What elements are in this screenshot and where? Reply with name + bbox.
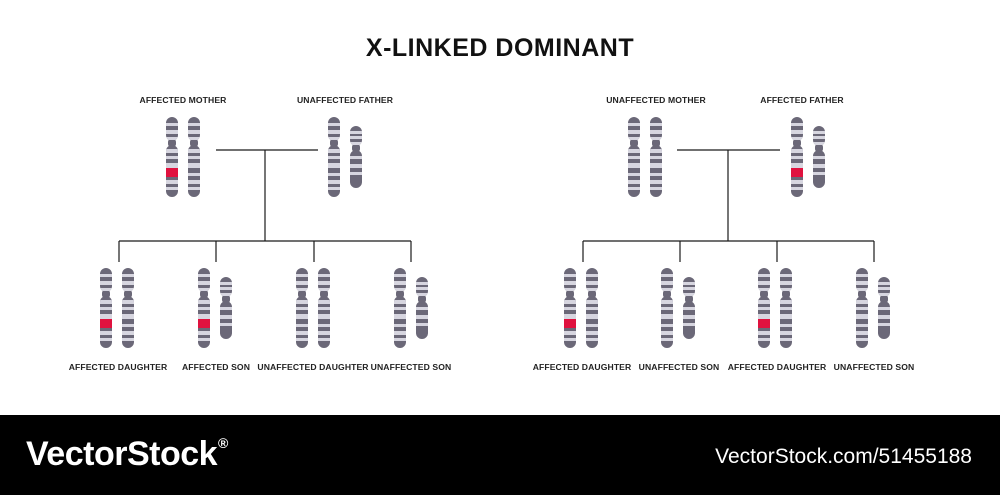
x-chromosome [628,117,640,197]
x-chromosome-affected [791,117,803,197]
y-chromosome [813,126,825,188]
x-chromosome-affected [100,268,112,348]
x-chromosome-affected [564,268,576,348]
x-chromosome [394,268,406,348]
right-child4-label: UNAFFECTED SON [833,362,915,372]
x-chromosome [328,117,340,197]
y-chromosome [416,277,428,339]
x-chromosome [856,268,868,348]
x-chromosome-affected [198,268,210,348]
x-chromosome [122,268,134,348]
x-chromosome-affected [166,117,178,197]
left-child2-label: AFFECTED SON [181,362,251,372]
x-chromosome [586,268,598,348]
x-chromosome [296,268,308,348]
left-parent1-label: AFFECTED MOTHER [139,95,227,105]
left-child4-label: UNAFFECTED SON [370,362,452,372]
x-chromosome [661,268,673,348]
left-child1-label: AFFECTED DAUGHTER [68,362,168,372]
x-chromosome [188,117,200,197]
right-parent2-label: AFFECTED FATHER [760,95,844,105]
right-parent1-label: UNAFFECTED MOTHER [606,95,706,105]
pedigree-diagram: X-LINKED DOMINANT AFFECTED MOTHER UNAFFE… [68,34,915,372]
right-child1-label: AFFECTED DAUGHTER [532,362,632,372]
y-chromosome [220,277,232,339]
x-chromosome-affected [758,268,770,348]
inheritance-chart [100,117,890,348]
y-chromosome [350,126,362,188]
brand-logo: VectorStock® [26,435,228,473]
right-child2-label: UNAFFECTED SON [638,362,720,372]
right-child3-label: AFFECTED DAUGHTER [727,362,827,372]
left-parent2-label: UNAFFECTED FATHER [296,95,394,105]
y-chromosome [878,277,890,339]
left-child3-label: UNAFFECTED DAUGHTER [257,362,369,372]
footer-bar: VectorStock® VectorStock.com/51455188 [0,415,1000,495]
x-chromosome [318,268,330,348]
stock-id: VectorStock.com/51455188 [715,445,972,468]
x-chromosome [780,268,792,348]
diagram-title: X-LINKED DOMINANT [365,34,635,62]
y-chromosome [683,277,695,339]
x-chromosome [650,117,662,197]
